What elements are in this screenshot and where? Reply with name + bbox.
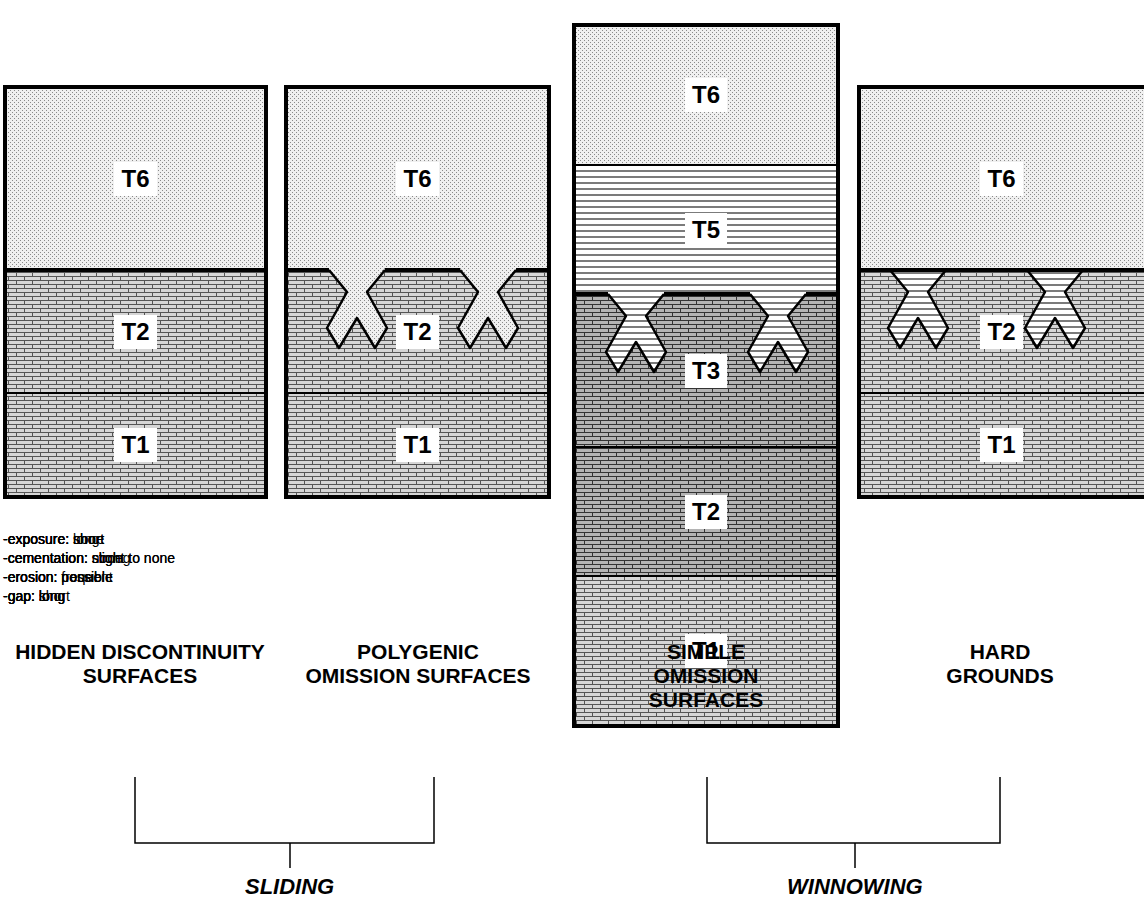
stratum-layer: T2 bbox=[859, 270, 1144, 393]
property-line: -erosion: frequent bbox=[3, 568, 113, 586]
stratum-layer: T6 bbox=[574, 25, 838, 165]
layer-label: T1 bbox=[980, 428, 1022, 462]
surface-type: HIDDEN DISCONTINUITY SURFACES bbox=[5, 640, 275, 688]
stratum-layer: T6 bbox=[286, 87, 549, 270]
surface-type: SIMPLE OMISSION SURFACES bbox=[621, 640, 791, 712]
surface-type: HARD GROUNDS bbox=[925, 640, 1075, 688]
layer-label: T6 bbox=[114, 162, 156, 196]
stratum-layer: T6 bbox=[859, 87, 1144, 270]
layer-label: T6 bbox=[980, 162, 1022, 196]
property-line: -cementation: strong bbox=[3, 549, 131, 567]
layer-label: T6 bbox=[685, 78, 727, 112]
layer-label: T3 bbox=[685, 354, 727, 388]
layer-label: T1 bbox=[396, 428, 438, 462]
group-bracket bbox=[135, 777, 434, 868]
stratum-layer: T2 bbox=[5, 270, 266, 393]
stratum-layer: T2 bbox=[286, 270, 549, 393]
stratum-layer: T2 bbox=[574, 447, 838, 576]
stratum-layer: T5 bbox=[574, 165, 838, 294]
stratum-layer: T1 bbox=[859, 393, 1144, 497]
process-label: SLIDING bbox=[245, 874, 334, 900]
group-bracket bbox=[707, 777, 1000, 868]
layer-label: T6 bbox=[396, 162, 438, 196]
stratum-layer: T1 bbox=[286, 393, 549, 497]
stratum-layer: T1 bbox=[5, 393, 266, 497]
property-line: -gap: long bbox=[3, 587, 65, 605]
stratum-layer: T3 bbox=[574, 294, 838, 447]
layer-label: T2 bbox=[114, 315, 156, 349]
property-line: -exposure: long bbox=[3, 530, 100, 548]
layer-label: T2 bbox=[685, 495, 727, 529]
stratum-layer: T6 bbox=[5, 87, 266, 270]
layer-label: T2 bbox=[980, 315, 1022, 349]
layer-label: T5 bbox=[685, 213, 727, 247]
process-label: WINNOWING bbox=[787, 874, 923, 900]
surface-type: POLYGENIC OMISSION SURFACES bbox=[303, 640, 534, 688]
layer-label: T2 bbox=[396, 315, 438, 349]
layer-label: T1 bbox=[114, 428, 156, 462]
